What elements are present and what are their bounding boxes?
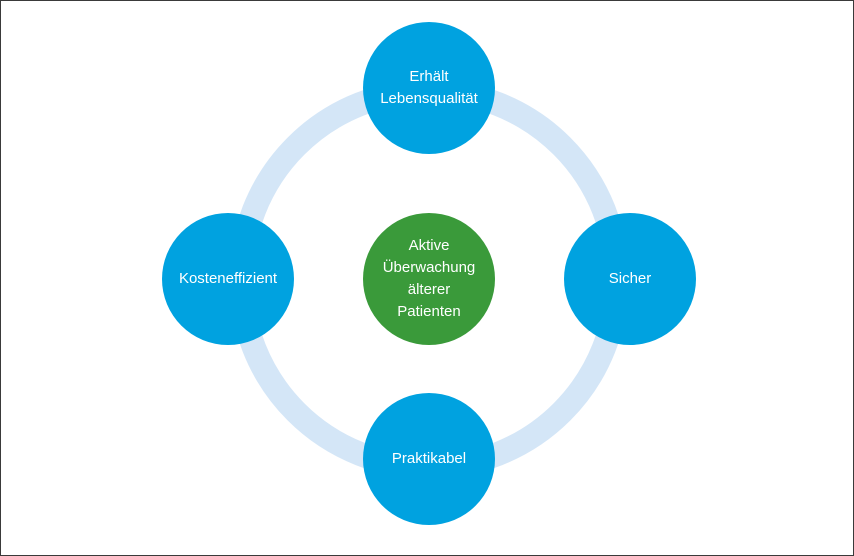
- node-praktikabel: Praktikabel: [363, 393, 495, 525]
- node-label: Praktikabel: [391, 450, 467, 467]
- node-sicher: Sicher: [564, 213, 696, 345]
- node-kosteneffizient: Kosteneffizient: [162, 213, 294, 345]
- node-label: Erhält Lebensqualität: [380, 68, 478, 107]
- center-node: Aktive Überwachung älterer Patienten: [363, 213, 495, 345]
- node-erhaelt-lebensqualitaet: Erhält Lebensqualität: [363, 22, 495, 154]
- node-label: Kosteneffizient: [178, 270, 278, 287]
- node-label: Sicher: [608, 270, 652, 287]
- center-label: Aktive Überwachung älterer Patienten: [382, 237, 476, 320]
